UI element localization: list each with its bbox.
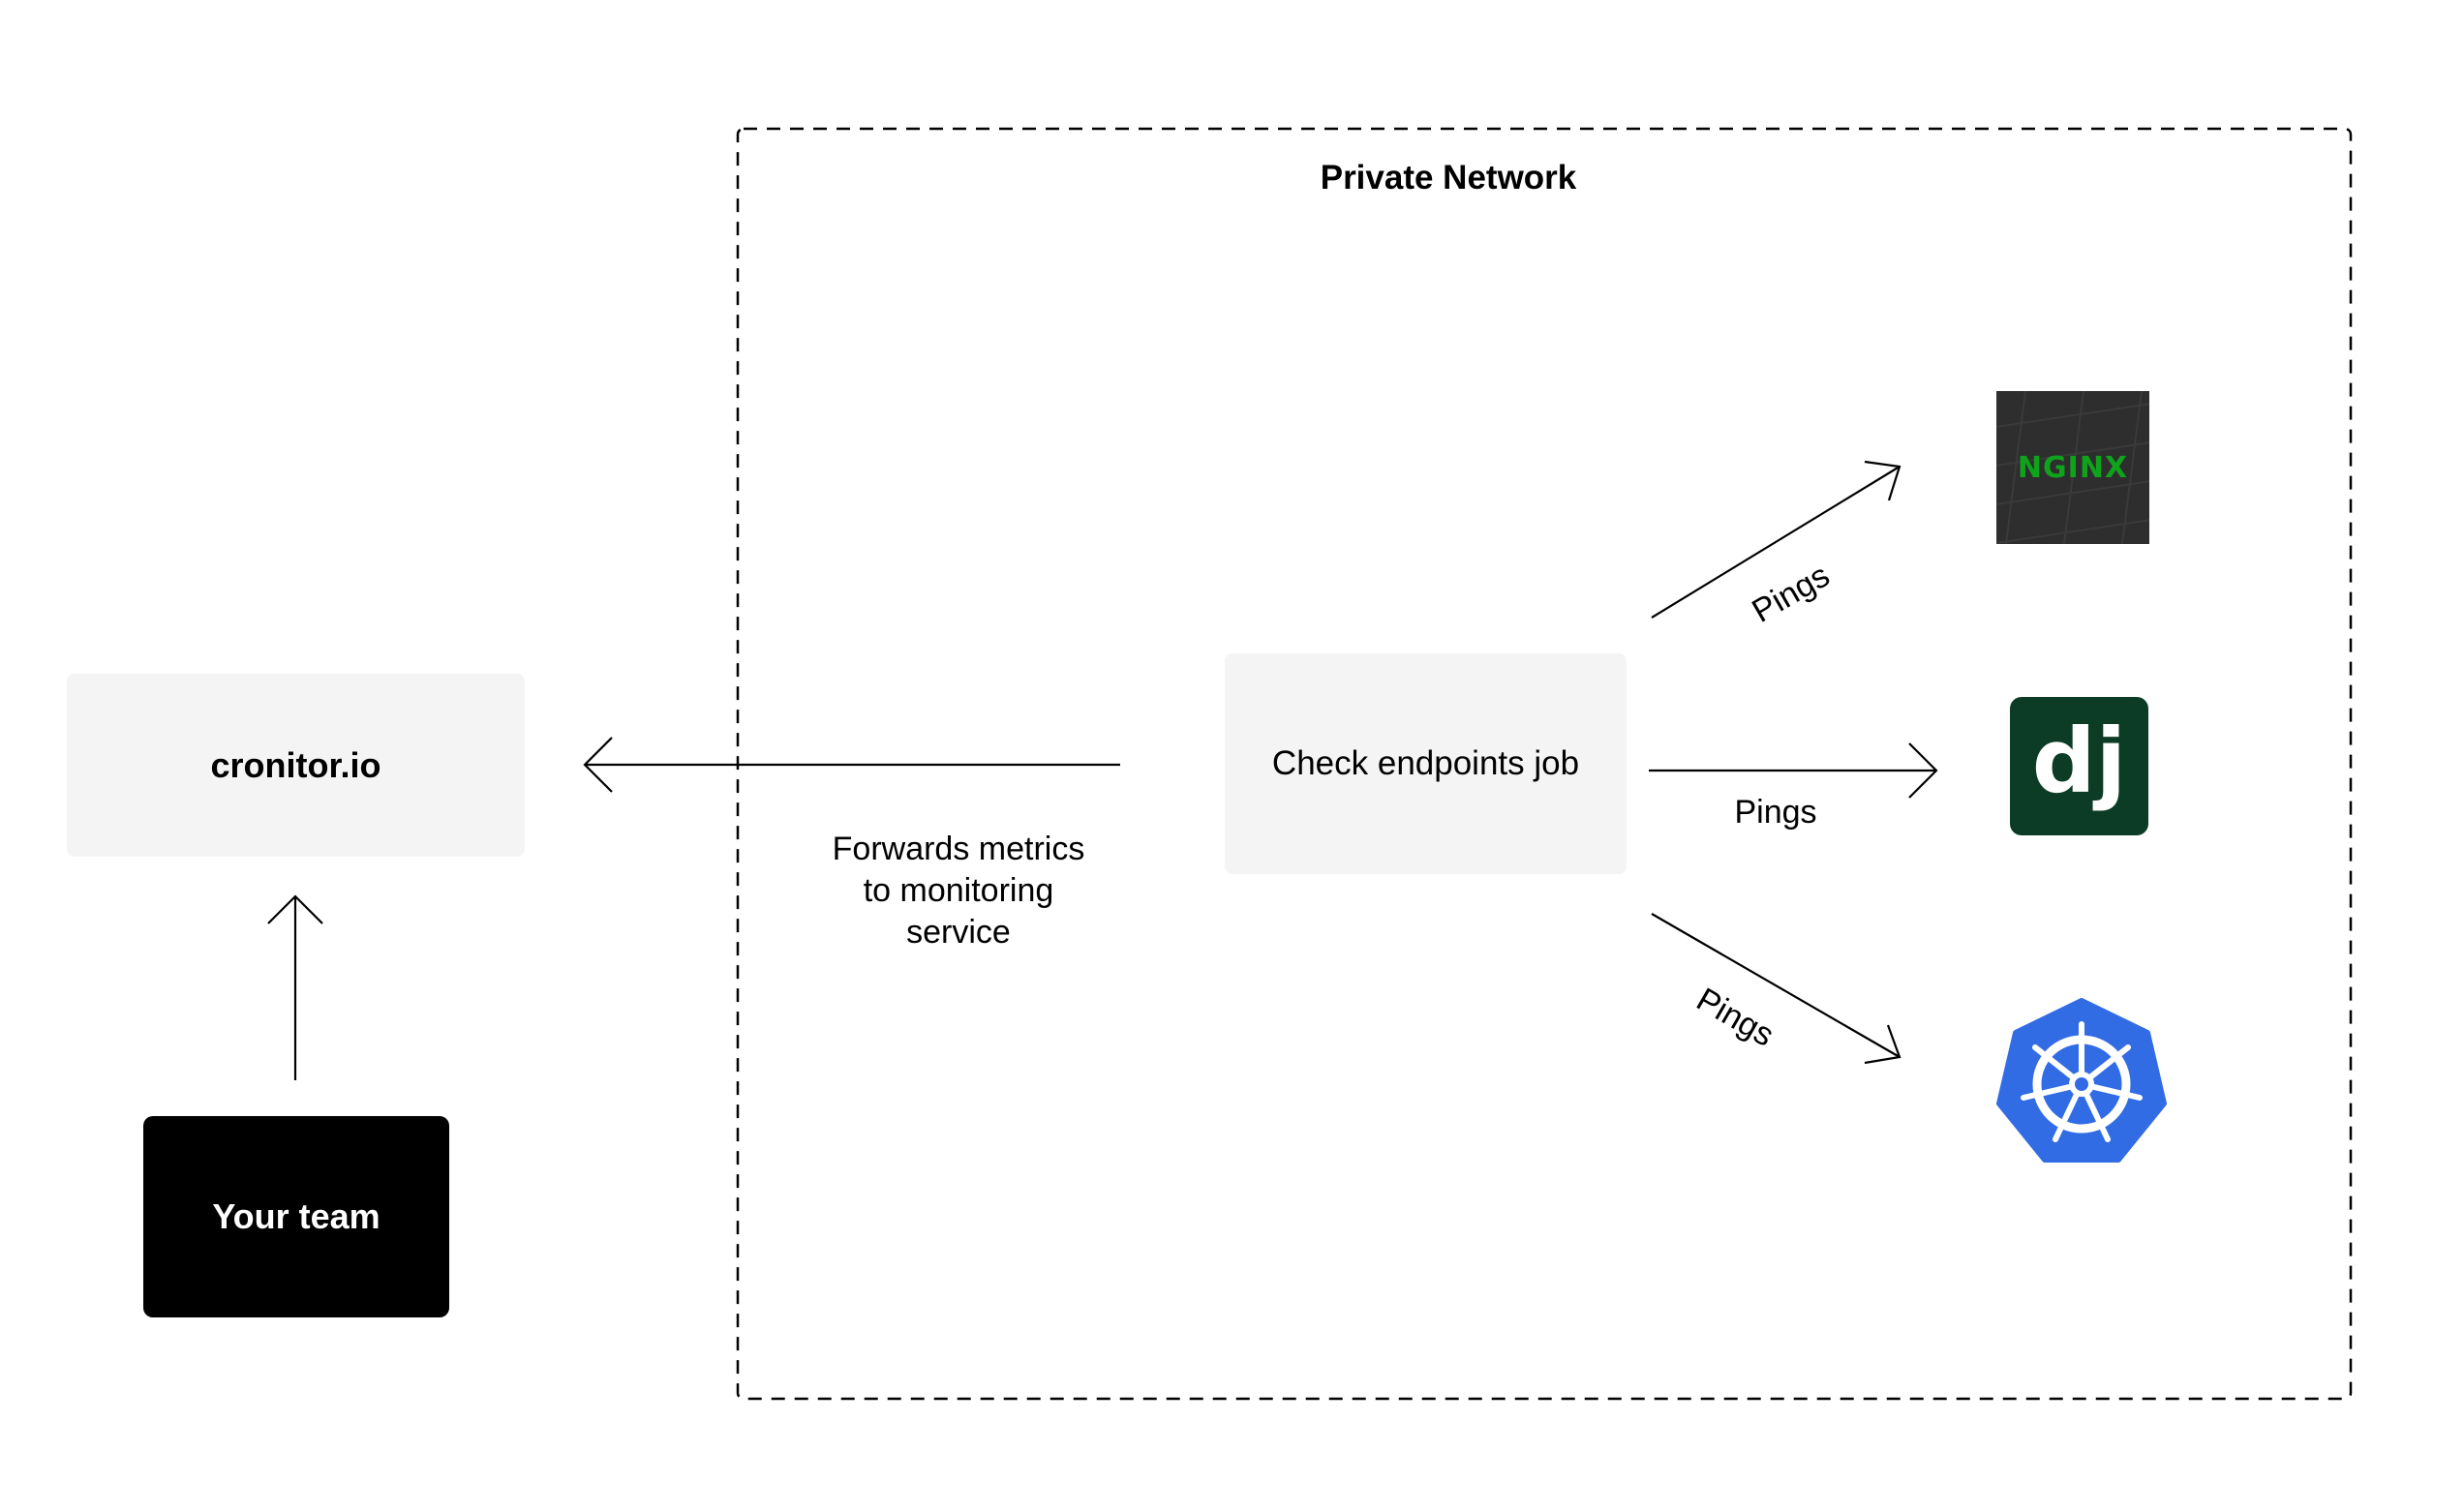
- ping-django-label: Pings: [1734, 794, 1817, 831]
- kubernetes-hub: [2069, 1072, 2094, 1097]
- job-node: Check endpoints job: [1225, 653, 1627, 874]
- job-label: Check endpoints job: [1271, 744, 1580, 782]
- forward-label-line-2: to monitoring: [863, 872, 1054, 909]
- ping-kubernetes-arrow: [1651, 913, 1901, 1065]
- forward-edge-label: Forwards metrics to monitoring service: [765, 829, 1152, 953]
- forward-arrow: [583, 737, 1120, 793]
- team-label: Your team: [212, 1196, 380, 1236]
- django-logo-text: dj: [2031, 709, 2127, 813]
- cronitor-label: cronitor.io: [210, 744, 381, 785]
- cronitor-node: cronitor.io: [67, 674, 525, 857]
- nginx-logo: NGINX: [1996, 391, 2149, 544]
- nginx-logo-text: NGINX: [2017, 450, 2129, 485]
- nginx-texture: [1996, 391, 2149, 544]
- kubernetes-logo: [1996, 998, 2167, 1163]
- forward-label-line-1: Forwards metrics: [832, 831, 1085, 867]
- team-to-cronitor-arrow: [267, 894, 323, 1080]
- ping-django-arrow: [1649, 742, 1938, 799]
- team-node: Your team: [143, 1116, 449, 1317]
- django-logo: dj: [2010, 697, 2148, 835]
- forward-label-line-3: service: [906, 914, 1011, 951]
- private-network-title: Private Network: [1320, 159, 1577, 197]
- ping-nginx-arrow: [1651, 460, 1901, 619]
